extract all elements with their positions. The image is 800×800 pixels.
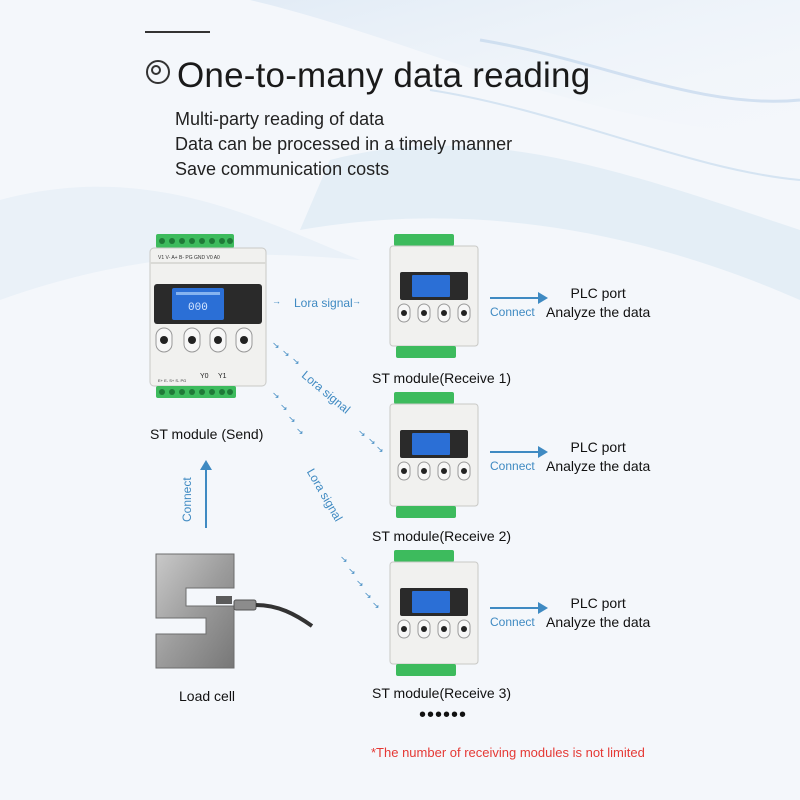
connect-label: Connect (490, 305, 535, 319)
svg-text:↘: ↘ (340, 554, 348, 564)
top-divider (145, 31, 210, 33)
svg-text:↘: ↘ (280, 402, 288, 412)
st-module-receive-2 (389, 392, 479, 518)
sender-label: ST module (Send) (150, 426, 264, 442)
connect-label: Connect (490, 459, 535, 473)
st-module-receive-3 (389, 550, 479, 676)
load-cell-label: Load cell (179, 688, 236, 704)
more-indicator: •••••• (419, 704, 468, 726)
connect-sensor-label: Connect (180, 477, 194, 522)
svg-text:↘: ↘ (272, 390, 280, 400)
svg-text:Y0: Y0 (200, 373, 209, 380)
svg-text:↘: ↘ (282, 348, 290, 358)
connect-up-arrow (200, 460, 212, 528)
page-title: One-to-many data reading (146, 56, 590, 96)
svg-text:↘: ↘ (372, 600, 380, 610)
feature-item: Multi-party reading of data (175, 109, 385, 129)
lora-signal-label: Lora signal (294, 296, 353, 310)
svg-text:↘: ↘ (376, 444, 384, 454)
feature-item: Data can be processed in a timely manner (175, 134, 513, 154)
svg-text:↘: ↘ (288, 414, 296, 424)
svg-text:↘: ↘ (296, 426, 304, 436)
svg-text:↘: ↘ (364, 590, 372, 600)
terminal-labels-top: V1 V- A+ B- PG GND V0 A0 (158, 255, 220, 261)
lora-signal-arrows: → → ↘↘↘ ↘↘↘ ↘↘↘↘ ↘↘↘↘↘ (272, 296, 384, 610)
receiver-label: ST module(Receive 3) (372, 685, 512, 701)
svg-text:→: → (272, 296, 281, 306)
connect-label: Connect (490, 615, 535, 629)
receiver-label: ST module(Receive 2) (372, 528, 512, 544)
footnote: *The number of receiving modules is not … (371, 745, 645, 760)
feature-item: Save communication costs (175, 159, 390, 179)
svg-text:↘: ↘ (292, 356, 300, 366)
svg-text:↘: ↘ (348, 566, 356, 576)
connect-arrow (490, 292, 548, 304)
load-cell-image (155, 553, 314, 669)
st-module-send: V1 V- A+ B- PG GND V0 A0 000 Y0 Y1 E+ E-… (149, 234, 267, 398)
svg-text:↘: ↘ (272, 340, 280, 350)
receiver-label: ST module(Receive 1) (372, 370, 512, 386)
svg-text:↘: ↘ (368, 436, 376, 446)
double-circle-icon (146, 60, 170, 84)
svg-text:→: → (352, 296, 361, 306)
svg-text:000: 000 (188, 302, 208, 314)
connect-arrow (490, 446, 548, 458)
connect-arrow (490, 602, 548, 614)
svg-text:E+ E- S+ S- PG: E+ E- S+ S- PG (158, 378, 186, 383)
st-module-receive-1 (389, 234, 479, 358)
svg-text:↘: ↘ (356, 578, 364, 588)
svg-text:↘: ↘ (358, 428, 366, 438)
svg-text:Y1: Y1 (218, 373, 227, 380)
